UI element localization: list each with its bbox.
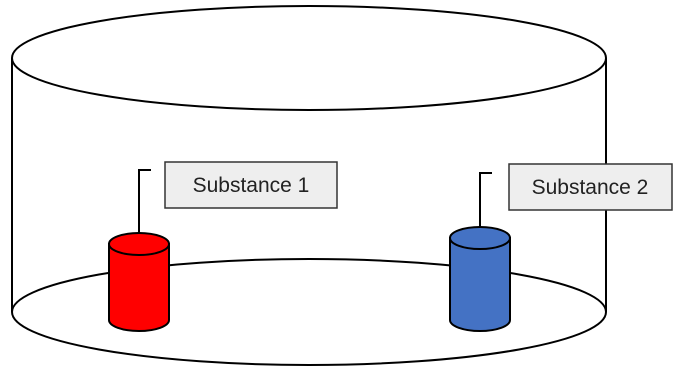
substance-2-leader-line — [479, 172, 492, 228]
substance-2-canister — [449, 172, 511, 332]
substance-2-label-box: Substance 2 — [508, 163, 673, 211]
substance-1-top — [108, 232, 170, 256]
container-bottom-ellipse — [11, 258, 607, 366]
container-top-ellipse — [11, 5, 607, 111]
substance-1-body — [108, 243, 170, 332]
container-cylinder — [11, 5, 607, 366]
substance-1-label-box: Substance 1 — [164, 161, 338, 209]
substance-1-canister — [108, 169, 170, 332]
substance-1-leader-line — [138, 169, 151, 234]
substance-2-top — [449, 226, 511, 250]
substance-2-label: Substance 2 — [532, 176, 649, 199]
substance-1-label: Substance 1 — [193, 174, 310, 197]
substance-2-body — [449, 237, 511, 332]
